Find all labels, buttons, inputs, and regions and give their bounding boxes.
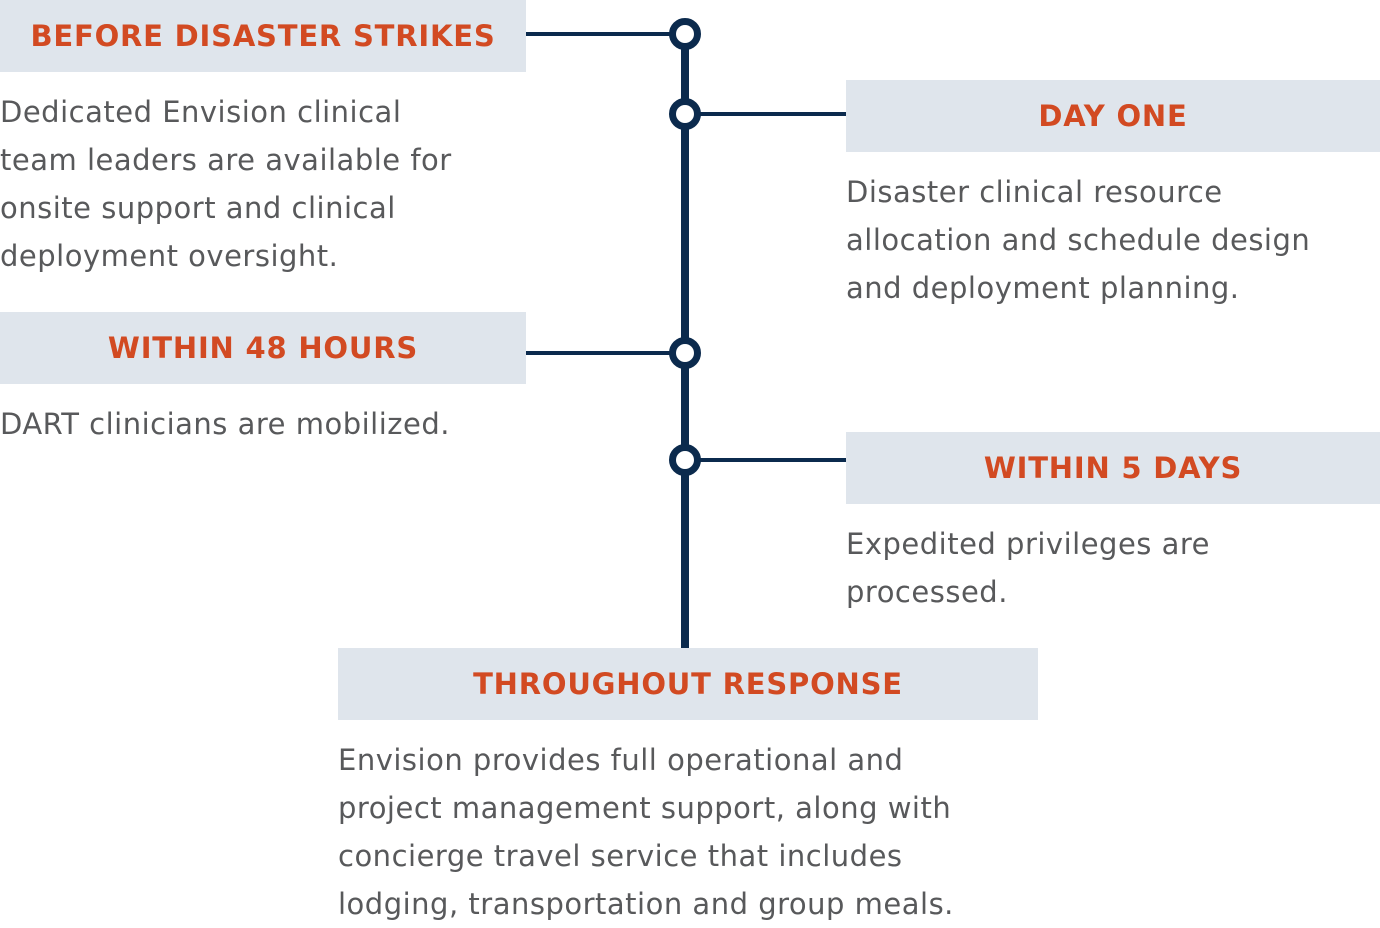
stage-title: DAY ONE	[1038, 99, 1188, 133]
node-within-5-days	[669, 444, 701, 476]
node-day-one	[669, 98, 701, 130]
stage-description-before-disaster-strikes: Dedicated Envision clinical team leaders…	[0, 88, 452, 280]
stage-title: BEFORE DISASTER STRIKES	[30, 19, 496, 53]
description-line: Envision provides full operational and	[338, 743, 904, 777]
stage-header-within-5-days: WITHIN 5 DAYS	[846, 432, 1380, 504]
description-line: lodging, transportation and group meals.	[338, 887, 954, 921]
description-line: deployment oversight.	[0, 239, 339, 273]
stage-header-before-disaster-strikes: BEFORE DISASTER STRIKES	[0, 0, 526, 72]
stage-description-within-5-days: Expedited privileges are processed.	[846, 520, 1210, 616]
stage-title: WITHIN 5 DAYS	[983, 451, 1243, 485]
description-line: project management support, along with	[338, 791, 952, 825]
description-line: DART clinicians are mobilized.	[0, 407, 450, 441]
description-line: Disaster clinical resource	[846, 175, 1223, 209]
node-before-disaster-strikes	[669, 18, 701, 50]
node-within-48-hours	[669, 337, 701, 369]
stage-description-day-one: Disaster clinical resource allocation an…	[846, 168, 1310, 312]
description-line: onsite support and clinical	[0, 191, 396, 225]
description-line: Expedited privileges are	[846, 527, 1211, 561]
stage-header-within-48-hours: WITHIN 48 HOURS	[0, 312, 526, 384]
stage-title: THROUGHOUT RESPONSE	[473, 667, 903, 701]
stage-title: WITHIN 48 HOURS	[107, 331, 419, 365]
description-line: Dedicated Envision clinical	[0, 95, 402, 129]
stage-header-day-one: DAY ONE	[846, 80, 1380, 152]
description-line: team leaders are available for	[0, 143, 452, 177]
stage-description-within-48-hours: DART clinicians are mobilized.	[0, 400, 450, 448]
stage-header-throughout-response: THROUGHOUT RESPONSE	[338, 648, 1038, 720]
stage-description-throughout-response: Envision provides full operational and p…	[338, 736, 954, 928]
description-line: processed.	[846, 575, 1008, 609]
description-line: allocation and schedule design	[846, 223, 1311, 257]
description-line: and deployment planning.	[846, 271, 1240, 305]
description-line: concierge travel service that includes	[338, 839, 903, 873]
